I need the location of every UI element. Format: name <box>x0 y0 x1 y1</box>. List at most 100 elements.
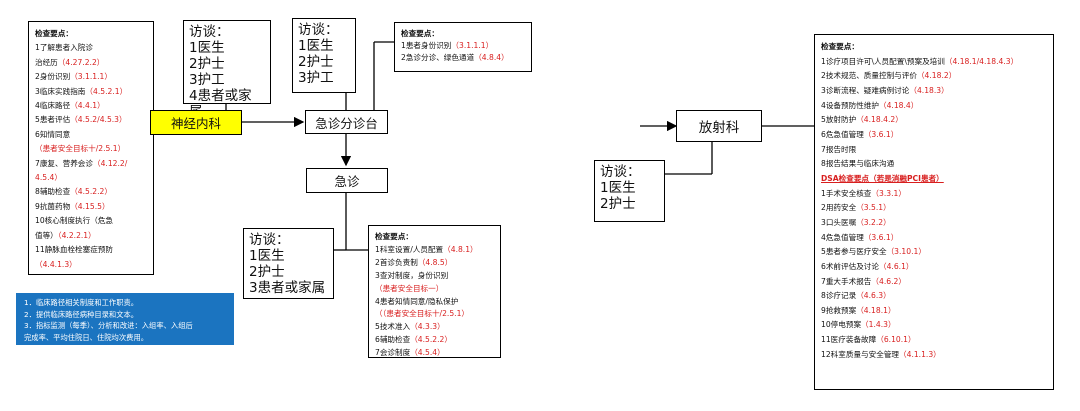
checklist-item: 3临床实践指南（4.5.2.1） <box>35 85 147 99</box>
item-reference: （4.18.1） <box>856 305 896 315</box>
item-text: 1手术安全核查 <box>821 188 872 198</box>
item-text: 3口头医嘱 <box>821 217 857 227</box>
item-reference: （4.18.2） <box>916 71 957 81</box>
item-reference: （3.1.1.1） <box>451 41 494 50</box>
item-text: 2身份识别 <box>35 72 71 82</box>
item-text: 7会诊制度 <box>375 348 411 358</box>
item-reference: （患者安全目标一） <box>375 283 444 293</box>
checklist-item: 2首诊负责制（4.8.5） <box>375 257 494 270</box>
interview-line: 2护士 <box>189 56 225 72</box>
interview-box-right: 访谈： 1医生 2护士 <box>594 160 665 222</box>
item-text: 3查对制度，身份识别 <box>375 270 449 280</box>
item-reference: （3.1.1.1） <box>70 72 112 82</box>
checklist-item: 5放射防护（4.18.4.2） <box>821 113 1047 128</box>
item-reference: （3.3.1） <box>871 188 906 198</box>
item-reference: （4.6.1） <box>879 261 914 271</box>
dsa-subheading: DSA检查要点（若是消融PCI患者） <box>821 173 944 183</box>
interview-line: 2护士 <box>249 264 285 280</box>
interview-title: 访谈： <box>298 22 339 38</box>
item-reference: （4.6.3） <box>856 291 891 301</box>
node-label: 神经内科 <box>170 116 221 131</box>
checklist-item: 10停电预案（1.4.3） <box>821 318 1047 333</box>
item-text: 4临床路径 <box>35 101 71 111</box>
checklist-item: （患者安全目标一） <box>375 283 494 296</box>
checklist-item: 7重大手术报告（4.6.2） <box>821 275 1047 290</box>
checklist-right: 检查要点： 1诊疗项目许可\人员配置\预案及培训（4.18.1/4.18.4.3… <box>814 34 1054 390</box>
checklist-item: 11静脉血栓栓塞症预防 <box>35 243 147 257</box>
checklist-item: 4患者知情同意/隐私保护 <box>375 296 494 309</box>
item-text: 2首诊负责制 <box>375 257 418 267</box>
node-label: 急诊 <box>334 174 360 189</box>
item-reference: 4.5.4） <box>35 173 62 183</box>
item-reference: （4.8.1） <box>443 244 478 254</box>
checklist-heading: 检查要点： <box>821 42 859 51</box>
item-text: 1诊疗项目许可\人员配置\预案及培训 <box>821 56 945 66</box>
checklist-item: 4设备预防性维护（4.18.4） <box>821 99 1047 114</box>
item-text: 9抢救预案 <box>821 305 857 315</box>
item-reference: （患者安全目标十/2.5.1） <box>35 144 126 154</box>
item-text: 2急诊分诊、绿色通道 <box>401 53 475 62</box>
item-reference: （4.5.2.1） <box>85 86 128 96</box>
node-radiology: 放射科 <box>676 110 762 142</box>
item-reference: （4.2.2.1） <box>57 230 96 240</box>
item-reference: （4.27.2.2） <box>57 57 105 67</box>
checklist-item: 4危急值管理（3.6.1） <box>821 231 1047 246</box>
item-reference: （4.5.4） <box>410 348 445 358</box>
node-label: 急诊分诊台 <box>315 115 378 131</box>
interview-title: 访谈： <box>249 232 290 248</box>
item-text: 值等） <box>35 230 58 240</box>
item-text: 4患者知情同意/隐私保护 <box>375 296 459 306</box>
item-text: 8诊疗记录 <box>821 291 857 301</box>
item-text: 7康复、营养会诊 <box>35 158 93 168</box>
checklist-item: 5患者参与医疗安全（3.10.1） <box>821 245 1047 260</box>
item-text: 8辅助检查 <box>35 187 71 197</box>
checklist-item: 8诊疗记录（4.6.3） <box>821 289 1047 304</box>
checklist-heading: 检查要点： <box>375 232 413 241</box>
item-reference: （（患者安全目标十/2.5.1） <box>375 309 470 319</box>
item-text: 5患者参与医疗安全 <box>821 247 887 257</box>
node-triage: 急诊分诊台 <box>305 110 388 134</box>
interview-line: 3护工 <box>298 70 334 86</box>
item-text: 6辅助检查 <box>375 335 411 345</box>
item-text: 8报告结果与临床沟通 <box>821 159 895 169</box>
checklist-item: 8辅助检查（4.5.2.2） <box>35 185 147 199</box>
item-text: 11医疗装备故障 <box>821 335 877 345</box>
checklist-heading: 检查要点： <box>35 29 73 38</box>
node-label: 放射科 <box>698 120 740 136</box>
interview-line: 2护士 <box>298 54 334 70</box>
item-reference: （4.4.1.3） <box>35 259 77 269</box>
checklist-item: 3诊断流程、疑难病例讨论（4.18.3） <box>821 84 1047 99</box>
interview-box-top-left: 访谈： 1医生 2护士 3护工 4患者或家属 <box>183 20 271 120</box>
note-line: 1．临床路径相关制度和工作职责。 <box>24 298 139 307</box>
checklist-item: 6危急值管理（3.6.1） <box>821 128 1047 143</box>
checklist-item: 7报告时限 <box>821 143 1047 158</box>
interview-line: 1医生 <box>189 40 225 56</box>
item-reference: （6.10.1） <box>876 335 916 345</box>
interview-box-bottom-mid: 访谈： 1医生 2护士 3患者或家属 <box>243 228 334 299</box>
item-text: 6知情同意 <box>35 129 71 139</box>
item-text: 5技术准入 <box>375 322 411 332</box>
note-box-clinical-pathway: 1．临床路径相关制度和工作职责。 2．提供临床路径病种目录和文本。 3．指标监测… <box>16 293 234 345</box>
item-reference: （4.5.2.2） <box>70 187 112 197</box>
checklist-item: （4.4.1.3） <box>35 258 147 272</box>
interview-line: 3护工 <box>189 72 225 88</box>
item-text: 4危急值管理 <box>821 232 864 242</box>
checklist-item: 1科室设置/人员配置（4.8.1） <box>375 244 494 257</box>
checklist-item: 3口头医嘱（3.2.2） <box>821 216 1047 231</box>
checklist-item: 12科室质量与安全管理（4.1.1.3） <box>821 348 1047 363</box>
item-text: 7重大手术报告 <box>821 276 872 286</box>
item-reference: （4.8.5） <box>417 257 453 267</box>
item-text: 11静脉血栓栓塞症预防 <box>35 245 114 255</box>
checklist-item: 2用药安全（3.5.1） <box>821 201 1047 216</box>
item-reference: （4.5.2.2） <box>410 335 452 345</box>
item-reference: （4.5.2/4.5.3） <box>70 115 127 125</box>
checklist-item: 2急诊分诊、绿色通道（4.8.4） <box>401 52 525 64</box>
checklist-item: 2技术规范、质量控制与评价（4.18.2） <box>821 69 1047 84</box>
interview-box-top-mid: 访谈： 1医生 2护士 3护工 <box>292 18 356 93</box>
item-reference: （4.3.3） <box>410 322 445 332</box>
checklist-item: 6知情同意 <box>35 128 147 142</box>
item-reference: （3.2.2） <box>856 217 891 227</box>
item-reference: （4.15.5） <box>70 201 110 211</box>
checklist-top-mid: 检查要点： 1患者身份识别（3.1.1.1）2急诊分诊、绿色通道（4.8.4） <box>394 22 532 72</box>
checklist-item: 7会诊制度（4.5.4） <box>375 347 494 360</box>
